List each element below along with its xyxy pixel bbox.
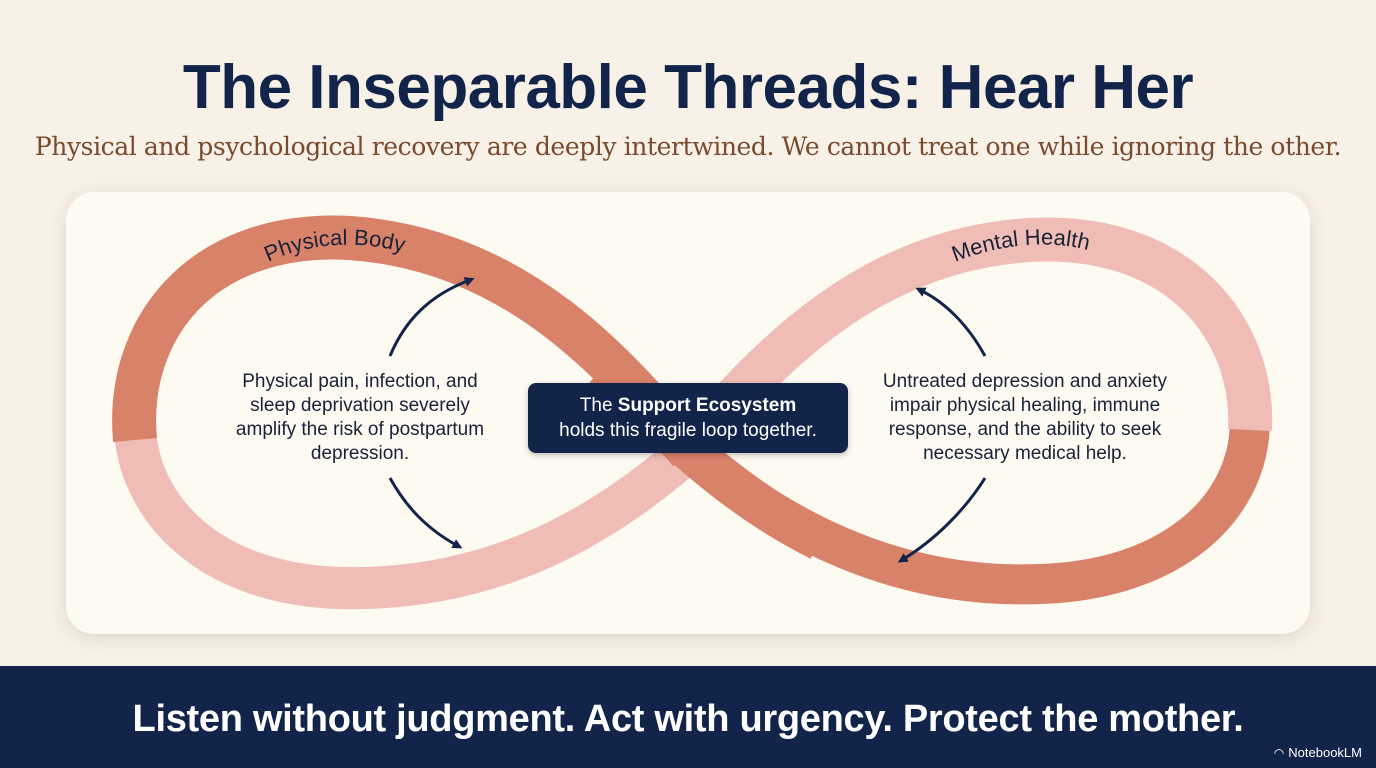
arrow-left-down [388, 477, 463, 549]
brand-badge: ◠ NotebookLM [1274, 745, 1362, 760]
footer-banner: Listen without judgment. Act with urgenc… [0, 666, 1376, 768]
mental-health-band [673, 217, 1273, 463]
notebooklm-logo-icon: ◠ [1273, 745, 1285, 760]
page-title: The Inseparable Threads: Hear Her [182, 53, 1194, 122]
physical-body-band-lower [114, 427, 704, 610]
brand-name: NotebookLM [1288, 745, 1362, 760]
center-bold: Support Ecosystem [617, 395, 797, 416]
physical-impact-text: Physical pain, infection, and sleep depr… [235, 371, 485, 464]
arrow-left-up [388, 277, 475, 357]
arrow-right-up [915, 287, 987, 357]
page-subtitle: Physical and psychological recovery are … [34, 132, 1342, 161]
center-suffix: holds this fragile loop together. [559, 420, 817, 441]
arrow-right-down [897, 477, 987, 563]
mental-impact-text: Untreated depression and anxiety impair … [882, 371, 1168, 464]
footer-message: Listen without judgment. Act with urgenc… [132, 698, 1244, 740]
support-ecosystem-box: The Support Ecosystem holds this fragile… [528, 383, 848, 453]
center-prefix: The [579, 395, 613, 416]
